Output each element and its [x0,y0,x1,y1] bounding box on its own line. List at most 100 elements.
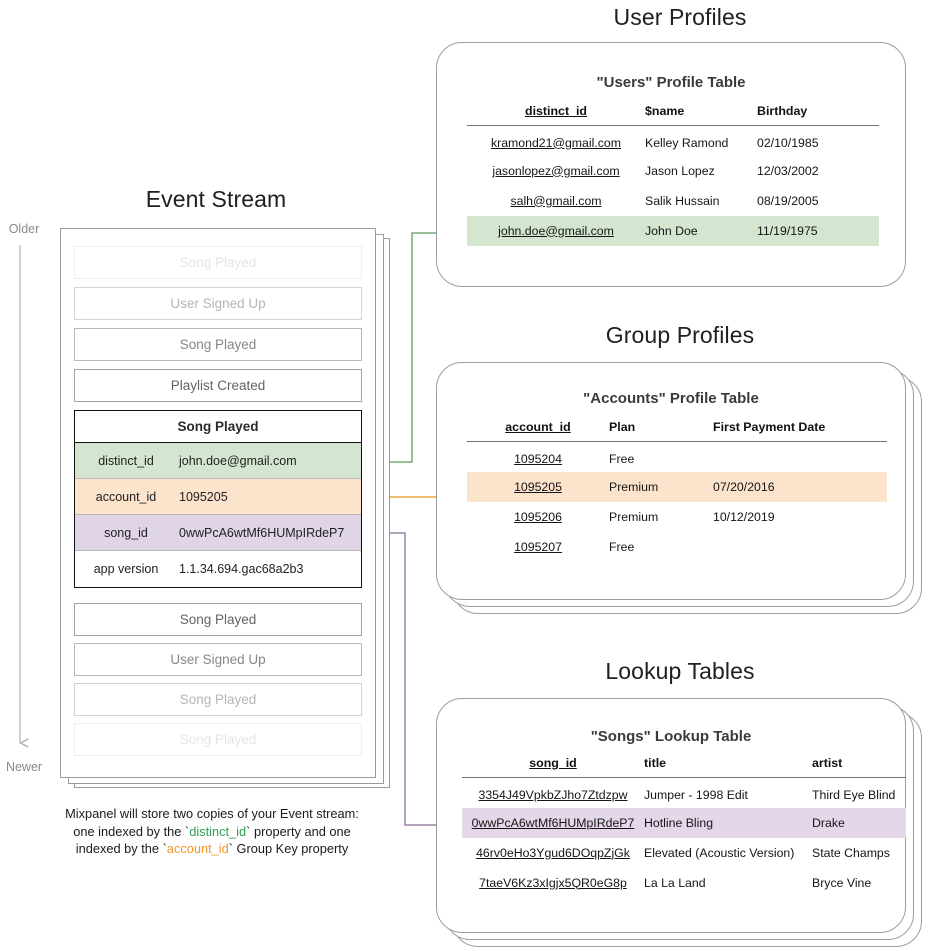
table-row[interactable]: 1095206 Premium 10/12/2019 [467,502,887,532]
table-row[interactable]: kramond21@gmail.com Kelley Ramond 02/10/… [467,126,879,156]
event-card[interactable]: Song Played [74,603,362,636]
table-row[interactable]: 1095204 Free [467,442,887,472]
event-property-row-app-version: app version 1.1.34.694.gac68a2b3 [75,551,361,587]
column-header-birthday: Birthday [757,104,808,118]
cell-first-payment-date [713,442,887,472]
cell-artist: State Champs [812,845,890,860]
cell-distinct-id: john.doe@gmail.com [467,215,645,246]
cell-distinct-id: jasonlopez@gmail.com [492,163,620,178]
user-profiles-title: User Profiles [613,4,747,30]
column-header-distinct-id: distinct_id [525,104,587,118]
table-header-row: song_id title artist [462,756,906,778]
event-card[interactable]: Playlist Created [74,369,362,402]
table-row-highlighted[interactable]: john.doe@gmail.com John Doe 11/19/1975 [467,215,879,246]
table-header-row: distinct_id $name Birthday [467,104,879,126]
group-profiles-title: Group Profiles [605,322,755,348]
timeline-label-older: Older [8,222,40,236]
event-stream-panel: Song Played User Signed Up Song Played P… [60,228,390,788]
cell-plan: Premium [609,471,713,502]
cell-title: La La Land [644,875,706,890]
table-row[interactable]: salh@gmail.com Salik Hussain 08/19/2005 [467,186,879,216]
table-row[interactable]: jasonlopez@gmail.com Jason Lopez 12/03/2… [467,156,879,186]
column-header-name: $name [645,104,685,118]
column-header-title: title [644,756,667,770]
event-card-label: User Signed Up [170,296,266,311]
cell-name: Salik Hussain [645,193,720,208]
cell-distinct-id: kramond21@gmail.com [490,135,622,150]
selected-event-title: Song Played [75,411,361,443]
cell-name: Kelley Ramond [645,135,729,150]
cell-song-id: 7taeV6Kz3xIgjx5QR0eG8p [479,875,627,890]
selected-event-card[interactable]: Song Played distinct_id john.doe@gmail.c… [74,410,362,588]
cell-artist: Drake [812,807,906,838]
group-profiles-card: "Accounts" Profile Table account_id Plan… [436,362,936,614]
event-card-label: Song Played [179,612,257,627]
event-stream-caption: Mixpanel will store two copies of your E… [22,805,402,858]
caption-line-2-pre: one indexed by the ` [73,823,190,839]
caption-line-1: Mixpanel will store two copies of your E… [65,806,359,821]
event-card-label: Song Played [179,255,257,270]
event-card[interactable]: Song Played [74,328,362,361]
caption-line-3-post: ` Group Key property [228,841,349,857]
table-row[interactable]: 46rv0eHo3Ygud6DOqpZjGk Elevated (Acousti… [462,838,906,868]
event-card[interactable]: User Signed Up [74,643,362,676]
caption-line-3-pre: indexed by the ` [75,841,167,857]
table-row-highlighted[interactable]: 0wwPcA6wtMf6HUMpIRdeP7 Hotline Bling Dra… [462,807,906,838]
cell-first-payment-date [713,532,887,562]
column-header-plan: Plan [609,420,636,434]
property-key: app version [93,562,159,576]
cell-artist: Bryce Vine [812,875,872,890]
event-card[interactable]: Song Played [74,246,362,279]
column-header-song-id: song_id [529,756,577,770]
event-card-label: Song Played [179,692,257,707]
property-key: account_id [95,489,157,504]
cell-account-id: 1095205 [467,471,609,502]
property-value: 0wwPcA6wtMf6HUMpIRdeP7 [179,525,345,540]
cell-song-id: 3354J49VpkbZJho7Ztdzpw [478,787,628,802]
caption-line-2-post: ` property and one [246,823,351,839]
cell-plan: Free [609,451,635,466]
property-key: distinct_id [98,453,154,468]
timeline-arrow [14,245,54,755]
property-key: song_id [104,525,148,540]
event-property-row-song-id: song_id 0wwPcA6wtMf6HUMpIRdeP7 [75,515,361,551]
table-row-highlighted[interactable]: 1095205 Premium 07/20/2016 [467,471,887,502]
event-stream-title: Event Stream [145,186,287,212]
cell-first-payment-date: 07/20/2016 [713,471,887,502]
property-value: john.doe@gmail.com [179,453,297,468]
cell-artist: Third Eye Blind [812,787,896,802]
cell-title: Jumper - 1998 Edit [644,787,748,802]
user-profiles-card: "Users" Profile Table distinct_id $name … [436,42,924,287]
cell-birthday: 08/19/2005 [757,193,819,208]
cell-birthday: 11/19/1975 [757,215,879,246]
cell-plan: Premium [609,509,659,524]
table-row[interactable]: 3354J49VpkbZJho7Ztdzpw Jumper - 1998 Edi… [462,778,906,808]
cell-first-payment-date: 10/12/2019 [713,509,775,524]
songs-table-title: "Songs" Lookup Table [590,728,752,745]
table-row[interactable]: 1095207 Free [467,532,887,562]
lookup-tables-card: "Songs" Lookup Table song_id title artis… [436,698,936,948]
cell-account-id: 1095207 [514,539,562,554]
property-value: 1.1.34.694.gac68a2b3 [179,562,304,576]
caption-token-distinct-id: distinct_id [189,823,247,839]
caption-token-account-id: account_id [166,841,229,857]
lookup-tables-title: Lookup Tables [605,658,755,684]
accounts-table-title: "Accounts" Profile Table [583,390,759,407]
accounts-table: account_id Plan First Payment Date 10952… [467,420,887,562]
property-value: 1095205 [179,489,228,504]
users-table-title: "Users" Profile Table [596,74,746,91]
card-sheet-front [436,42,906,287]
event-card[interactable]: Song Played [74,683,362,716]
cell-plan: Free [609,539,635,554]
column-header-account-id: account_id [505,420,571,434]
cell-title: Elevated (Acoustic Version) [644,845,795,860]
event-card[interactable]: User Signed Up [74,287,362,320]
event-card[interactable]: Song Played [74,723,362,756]
table-row[interactable]: 7taeV6Kz3xIgjx5QR0eG8p La La Land Bryce … [462,868,906,898]
cell-song-id: 0wwPcA6wtMf6HUMpIRdeP7 [462,807,644,838]
event-property-row-distinct-id: distinct_id john.doe@gmail.com [75,443,361,479]
table-header-row: account_id Plan First Payment Date [467,420,887,442]
column-header-first-payment-date: First Payment Date [713,420,826,434]
event-card-label: Song Played [179,337,257,352]
event-card-label: User Signed Up [170,652,266,667]
